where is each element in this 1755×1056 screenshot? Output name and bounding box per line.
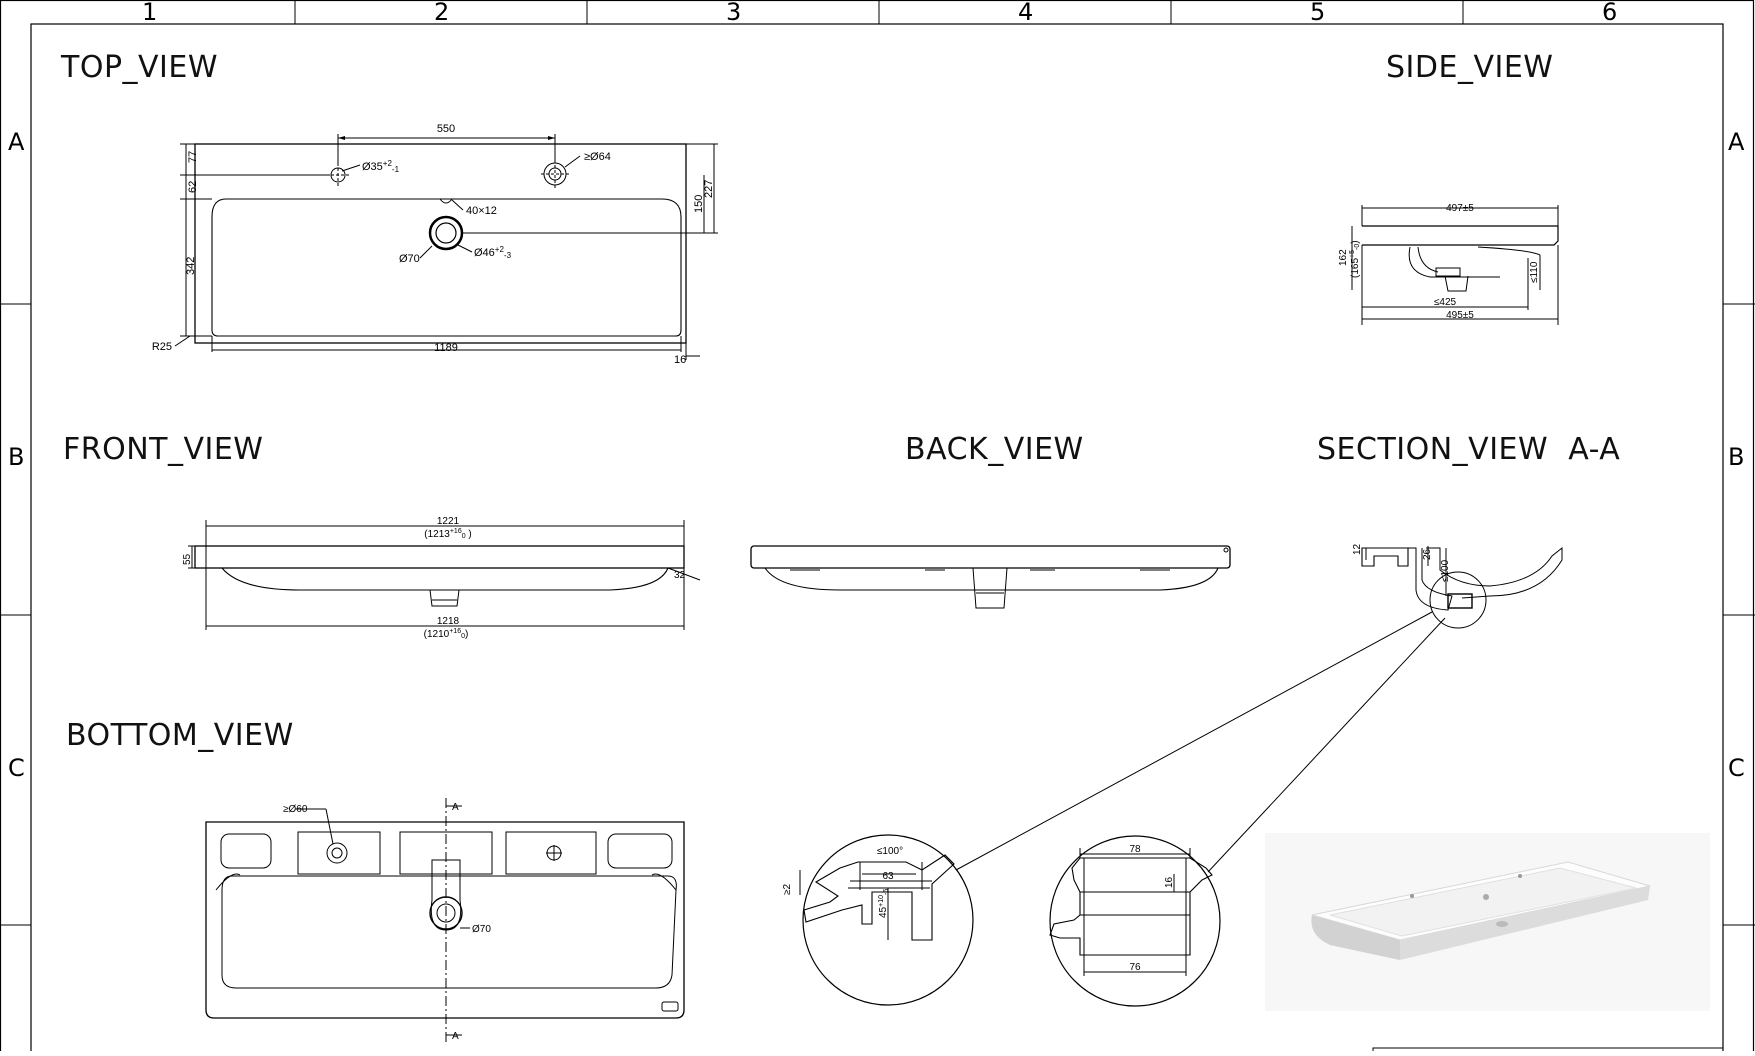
dim-side-hole: ≥Ø64 <box>584 151 611 163</box>
dim-front-bottom-width-alt: (1210+160) <box>424 628 469 640</box>
detail-leader-2 <box>1207 617 1446 873</box>
dim-bottom-drain: Ø70 <box>472 924 491 935</box>
dim-offset-62: 62 <box>187 181 199 193</box>
dim-detail2-76: 76 <box>1129 962 1141 973</box>
grid-row-a-left: A <box>8 128 25 156</box>
front-view-drawing <box>188 520 701 630</box>
side-view-title: SIDE_VIEW <box>1386 50 1554 85</box>
dim-section-le100: ≤100 <box>1440 559 1451 582</box>
dim-side-depth-bottom: 495±5 <box>1446 310 1474 321</box>
dim-edge-16: 16 <box>674 354 686 366</box>
detail-leader-1 <box>955 611 1433 871</box>
detail-1-drawing <box>799 834 974 1006</box>
dim-height-342: 342 <box>185 257 197 275</box>
dim-side-height: 162 <box>1338 249 1349 266</box>
grid-column-2: 2 <box>434 0 450 26</box>
front-view-title: FRONT_VIEW <box>63 432 264 467</box>
side-view-drawing <box>1351 205 1559 325</box>
dim-front-edge-32: 32 <box>674 570 686 581</box>
grid-column-5: 5 <box>1310 0 1326 26</box>
dim-section-26: 26 <box>1422 548 1433 560</box>
detail-2-drawing <box>1049 835 1221 1007</box>
grid-row-c-left: C <box>8 754 25 782</box>
dim-depth-227: 227 <box>703 180 715 198</box>
section-mark-top: A <box>452 802 459 813</box>
grid-row-c-right: C <box>1728 754 1745 782</box>
dim-detail1-angle: ≤100° <box>877 846 903 857</box>
dim-side-le110: ≤110 <box>1529 261 1540 283</box>
dim-side-le425: ≤425 <box>1434 297 1457 308</box>
grid-row-b-right: B <box>1728 443 1745 471</box>
product-photo <box>1265 833 1710 1011</box>
section-mark-bottom: A <box>452 1031 459 1042</box>
grid-column-6: 6 <box>1602 0 1618 26</box>
top-view-title: TOP_VIEW <box>61 50 219 85</box>
dim-detail1-ge2: ≥2 <box>782 884 793 895</box>
dim-front-rim-55: 55 <box>182 553 193 565</box>
back-view-title: BACK_VIEW <box>905 432 1084 467</box>
top-view-drawing <box>174 134 718 360</box>
grid-row-a-right: A <box>1728 128 1745 156</box>
dim-detail1-45: 45+10-5 <box>878 889 890 918</box>
grid-row-b-left: B <box>8 443 25 471</box>
dim-drain-inner: Ø46+2-3 <box>474 245 512 260</box>
dim-bottom-hole: ≥Ø60 <box>283 804 308 815</box>
grid-column-4: 4 <box>1018 0 1034 26</box>
dim-drain-outer: Ø70 <box>399 253 420 265</box>
dim-offset-77: 77 <box>187 151 199 163</box>
dim-depth-150: 150 <box>693 195 705 213</box>
dim-side-height-alt: (165+5-0) <box>1349 240 1361 278</box>
dim-width-1189: 1189 <box>434 342 458 354</box>
bottom-view-title: BOTTOM_VIEW <box>66 718 294 753</box>
section-view-drawing <box>1361 546 1563 629</box>
dim-front-top-width: 1221 <box>437 516 460 527</box>
dim-side-depth-top: 497±5 <box>1446 203 1474 214</box>
dim-front-bottom-width: 1218 <box>437 616 460 627</box>
dim-radius: R25 <box>152 341 172 353</box>
section-view-title: SECTION_VIEW A-A <box>1317 432 1621 467</box>
dim-front-top-width-alt: (1213+160 ) <box>424 528 471 540</box>
back-view-drawing <box>750 545 1231 609</box>
dim-tap-hole: Ø35+2-1 <box>362 159 400 174</box>
grid-column-3: 3 <box>726 0 742 26</box>
dim-section-12: 12 <box>1352 543 1363 555</box>
grid-column-1: 1 <box>142 0 158 26</box>
dim-detail1-63: 63 <box>882 871 894 882</box>
dim-tap-spacing: 550 <box>437 123 455 135</box>
bottom-view-drawing <box>205 798 685 1042</box>
dim-detail2-16: 16 <box>1164 876 1175 888</box>
dim-overflow: 40×12 <box>466 205 497 217</box>
dim-detail2-78: 78 <box>1129 844 1141 855</box>
